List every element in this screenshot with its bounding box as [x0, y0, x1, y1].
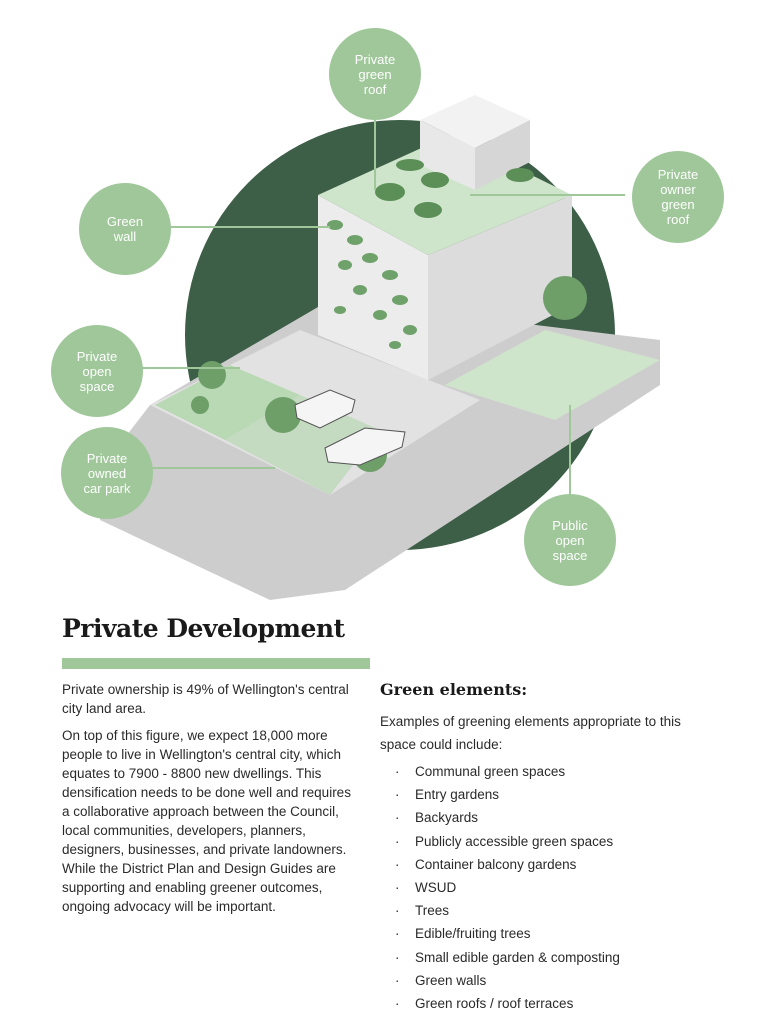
isometric-illustration	[100, 95, 660, 600]
item-text: Green roofs / roof terraces	[415, 995, 574, 1011]
label-text: Green wall	[106, 214, 144, 244]
list-item: · Communal green spaces	[395, 760, 620, 783]
bullet: ·	[395, 879, 400, 895]
item-text: Small edible garden & composting	[415, 949, 620, 965]
page-title: Private Development	[62, 614, 345, 643]
label-private-green-roof: Private green roof	[329, 28, 421, 120]
list-item: · Small edible garden & composting	[395, 946, 620, 969]
item-text: Entry gardens	[415, 787, 500, 803]
label-text: Private open space	[76, 348, 118, 394]
list-item: · Green walls	[395, 969, 620, 992]
list-item: · Backyards	[395, 806, 620, 829]
roof-box-top	[420, 95, 530, 148]
roof-plants	[375, 159, 534, 218]
body-paragraph: On top of this figure, we expect 18,000 …	[62, 728, 351, 857]
bullet: ·	[395, 787, 400, 803]
bullet: ·	[395, 856, 400, 872]
label-text: Public open space	[552, 517, 588, 563]
list-item: · Publicly accessible green spaces	[395, 830, 620, 853]
list-item: · Container balcony gardens	[395, 853, 620, 876]
bullet: ·	[395, 903, 400, 919]
title-underline-bar	[62, 658, 370, 669]
bullet: ·	[395, 995, 400, 1011]
list-item: · Trees	[395, 899, 620, 922]
label-green-wall: Green wall	[79, 183, 171, 275]
body-text: Private ownership is 49% of Wellington's…	[62, 680, 362, 924]
item-text: Edible/fruiting trees	[415, 926, 531, 942]
label-private-owner-green-roof: Private owner green roof	[632, 151, 724, 243]
body-paragraph: Private ownership is 49% of Wellington's…	[62, 682, 349, 716]
label-private-owned-car-park: Private owned car park	[61, 427, 153, 519]
green-elements-heading: Green elements:	[380, 680, 528, 699]
roof-box-left	[420, 120, 475, 190]
label-text: Private green roof	[354, 51, 396, 97]
label-private-open-space: Private open space	[51, 325, 143, 417]
green-elements-list: · Communal green spaces · Entry gardens · B…	[395, 760, 620, 1015]
building-right-face	[428, 195, 572, 380]
list-item: · WSUD	[395, 876, 620, 899]
list-item: · Green roofs / roof terraces	[395, 992, 620, 1015]
bullet: ·	[395, 833, 400, 849]
green-elements-intro: Examples of greening elements appropriat…	[380, 714, 681, 752]
bullet: ·	[395, 949, 400, 965]
bullet: ·	[395, 972, 400, 988]
item-text: Trees	[415, 903, 450, 919]
green-wall-leaves	[327, 220, 417, 349]
item-text: Communal green spaces	[415, 764, 566, 779]
bullet: ·	[395, 926, 400, 942]
bullet: ·	[395, 764, 400, 779]
label-text: Private owner green roof	[657, 167, 699, 227]
garden-bed	[225, 395, 380, 495]
body-paragraph: While the District Plan and Design Guide…	[62, 861, 336, 914]
public-open-space-lawn	[445, 330, 660, 420]
item-text: Publicly accessible green spaces	[415, 833, 614, 849]
list-item: · Edible/fruiting trees	[395, 922, 620, 945]
item-text: Backyards	[415, 810, 479, 826]
label-text: Private owned car park	[83, 450, 131, 496]
building-left-face	[318, 195, 428, 380]
private-open-space-lawn	[155, 365, 300, 440]
roof-box-right	[475, 120, 530, 190]
cars	[294, 389, 406, 466]
item-text: WSUD	[415, 879, 457, 895]
item-text: Green walls	[415, 972, 487, 988]
item-text: Container balcony gardens	[415, 856, 577, 872]
label-public-open-space: Public open space	[524, 494, 616, 586]
bullet: ·	[395, 810, 400, 826]
list-item: · Entry gardens	[395, 783, 620, 806]
